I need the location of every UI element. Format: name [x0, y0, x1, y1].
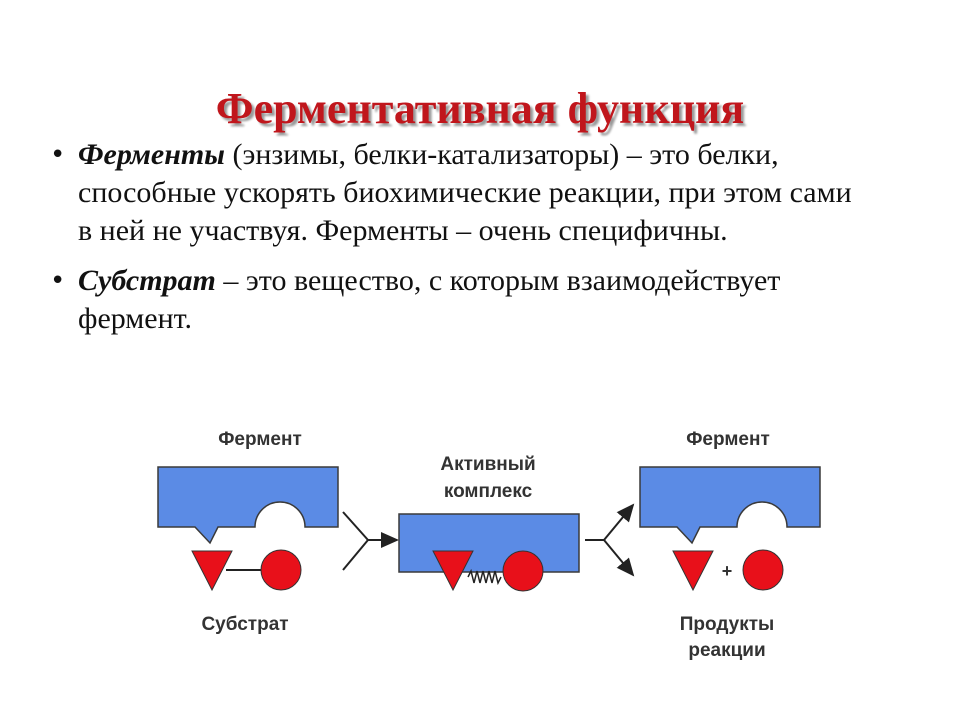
enzyme-right-shape [639, 466, 821, 545]
split-arrow-upper [603, 503, 635, 541]
merge-arrow-lower [342, 539, 369, 571]
merge-arrow-upper [342, 511, 369, 541]
bullet-substrate: • Субстрат – это вещество, с которым взаи… [50, 262, 870, 338]
definition-substrate: – это вещество, с которым взаимодействуе… [78, 264, 781, 335]
product-ball [742, 549, 784, 591]
products-label-line1: Продукты [680, 614, 775, 635]
substrate-triangle [191, 550, 233, 592]
enzyme-right-label: Фермент [686, 429, 770, 450]
enzyme-left-shape [157, 466, 339, 545]
active-complex-ball [502, 550, 544, 592]
active-complex-label-line1: Активный [440, 454, 535, 475]
bullet-dot-icon: • [50, 266, 66, 296]
term-substrate: Субстрат [78, 264, 216, 297]
active-complex-triangle [432, 550, 474, 592]
enzyme-left-label: Фермент [218, 429, 302, 450]
bullet-enzymes: • Ферменты (энзимы, белки-катализаторы) –… [50, 136, 870, 250]
active-complex-label-line2: комплекс [444, 481, 533, 502]
active-complex-enzyme [398, 513, 580, 573]
plus-sign: + [722, 561, 733, 581]
product-triangle [672, 550, 714, 592]
products-label-line2: реакции [688, 640, 765, 661]
bullet-list: • Ферменты (энзимы, белки-катализаторы) –… [50, 136, 870, 350]
term-enzymes: Ферменты [78, 138, 225, 171]
bullet-dot-icon: • [50, 140, 66, 170]
substrate-label: Субстрат [201, 614, 288, 635]
definition-enzymes: (энзимы, белки-катализаторы) – это белки… [78, 138, 852, 247]
substrate-ball [260, 549, 302, 591]
split-arrow-lower [603, 539, 635, 577]
active-complex-spring [467, 568, 502, 586]
slide-title: Ферментативная функция [215, 84, 745, 133]
